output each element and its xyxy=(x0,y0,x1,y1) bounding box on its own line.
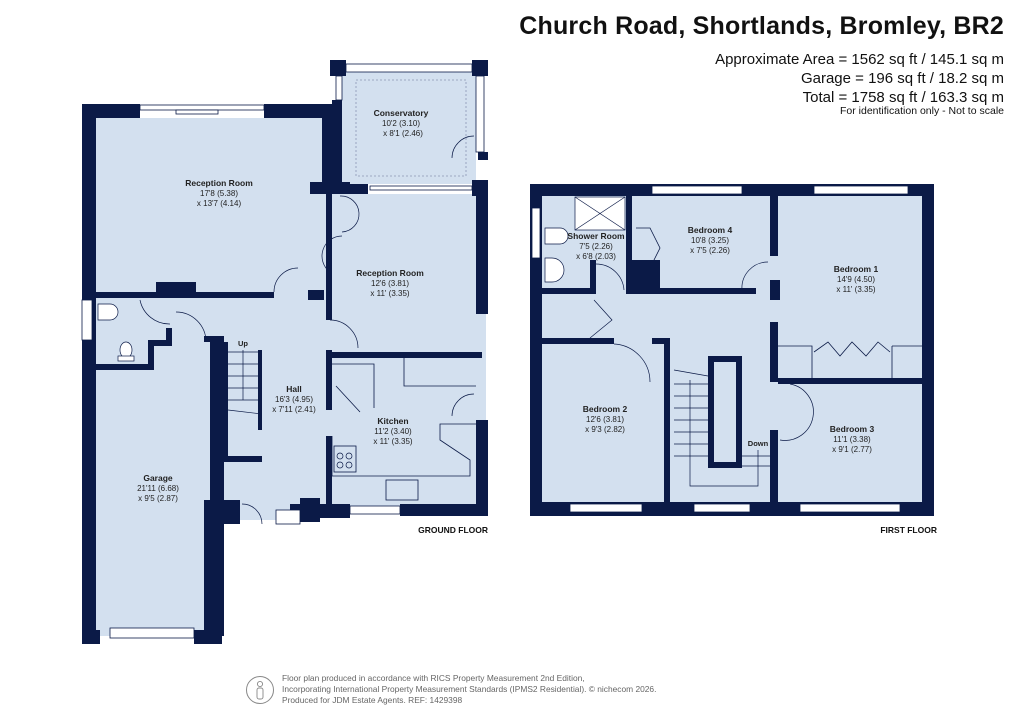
room-name-bedroom-4: Bedroom 4 xyxy=(688,225,733,235)
scale-disclaimer: For identification only - Not to scale xyxy=(840,105,1004,117)
footer: Floor plan produced in accordance with R… xyxy=(246,673,656,706)
room-name-kitchen: Kitchen xyxy=(377,416,408,426)
room-name-conservatory: Conservatory xyxy=(374,108,429,118)
svg-text:11'2 (3.40): 11'2 (3.40) xyxy=(374,427,412,436)
svg-text:x 9'3 (2.82): x 9'3 (2.82) xyxy=(585,425,625,434)
area-summary: Approximate Area = 1562 sq ft / 145.1 sq… xyxy=(715,50,1004,107)
svg-text:x 6'8 (2.03): x 6'8 (2.03) xyxy=(576,252,616,261)
ground-floor-plan xyxy=(81,60,787,644)
total-area: Total = 1758 sq ft / 163.3 sq m xyxy=(802,89,1004,106)
first-floor-labels: Shower Room 7'5 (2.26) x 6'8 (2.03) Bedr… xyxy=(567,225,937,535)
svg-text:12'6 (3.81): 12'6 (3.81) xyxy=(371,279,409,288)
svg-text:x 11' (3.35): x 11' (3.35) xyxy=(836,285,876,294)
garage-area: Garage = 196 sq ft / 18.2 sq m xyxy=(800,70,1004,87)
room-name-reception-room-1: Reception Room xyxy=(185,178,253,188)
first-floor-plan xyxy=(530,184,934,516)
svg-text:16'3 (4.95): 16'3 (4.95) xyxy=(275,395,313,404)
footer-text: Floor plan produced in accordance with R… xyxy=(282,673,657,705)
property-title: Church Road, Shortlands, Bromley, BR2 xyxy=(519,12,1004,40)
room-name-bedroom-1: Bedroom 1 xyxy=(834,264,879,274)
svg-text:12'6 (3.81): 12'6 (3.81) xyxy=(586,415,624,424)
first-floor-label: FIRST FLOOR xyxy=(880,525,937,535)
svg-text:7'5 (2.26): 7'5 (2.26) xyxy=(579,242,613,251)
room-name-hall: Hall xyxy=(286,384,302,394)
room-name-garage: Garage xyxy=(143,473,173,483)
svg-text:10'8 (3.25): 10'8 (3.25) xyxy=(691,236,729,245)
svg-text:x 9'5 (2.87): x 9'5 (2.87) xyxy=(138,494,178,503)
svg-text:10'2 (3.10): 10'2 (3.10) xyxy=(382,119,420,128)
svg-text:x 7'5 (2.26): x 7'5 (2.26) xyxy=(690,246,730,255)
room-name-reception-room-2: Reception Room xyxy=(356,268,424,278)
ground-floor-label: GROUND FLOOR xyxy=(418,525,488,535)
svg-text:11'1 (3.38): 11'1 (3.38) xyxy=(833,435,871,444)
room-name-bedroom-3: Bedroom 3 xyxy=(830,424,875,434)
svg-text:x 9'1 (2.77): x 9'1 (2.77) xyxy=(832,445,872,454)
room-name-bedroom-2: Bedroom 2 xyxy=(583,404,628,414)
svg-text:x 8'1 (2.46): x 8'1 (2.46) xyxy=(383,129,423,138)
stairs-down-label: Down xyxy=(748,439,769,448)
svg-text:21'11 (6.68): 21'11 (6.68) xyxy=(137,484,179,493)
stairs-up-label: Up xyxy=(238,339,248,348)
ground-floor-labels: Conservatory 10'2 (3.10) x 8'1 (2.46) Re… xyxy=(137,108,488,535)
approximate-area: Approximate Area = 1562 sq ft / 145.1 sq… xyxy=(715,51,1004,68)
svg-text:17'8 (5.38): 17'8 (5.38) xyxy=(200,189,238,198)
svg-text:x 13'7 (4.14): x 13'7 (4.14) xyxy=(197,199,242,208)
svg-text:14'9 (4.50): 14'9 (4.50) xyxy=(837,275,875,284)
room-name-shower-room: Shower Room xyxy=(567,231,625,241)
svg-text:x 7'11 (2.41): x 7'11 (2.41) xyxy=(272,405,316,414)
svg-text:x 11' (3.35): x 11' (3.35) xyxy=(373,437,413,446)
person-icon xyxy=(246,675,274,704)
svg-text:x 11' (3.35): x 11' (3.35) xyxy=(370,289,410,298)
